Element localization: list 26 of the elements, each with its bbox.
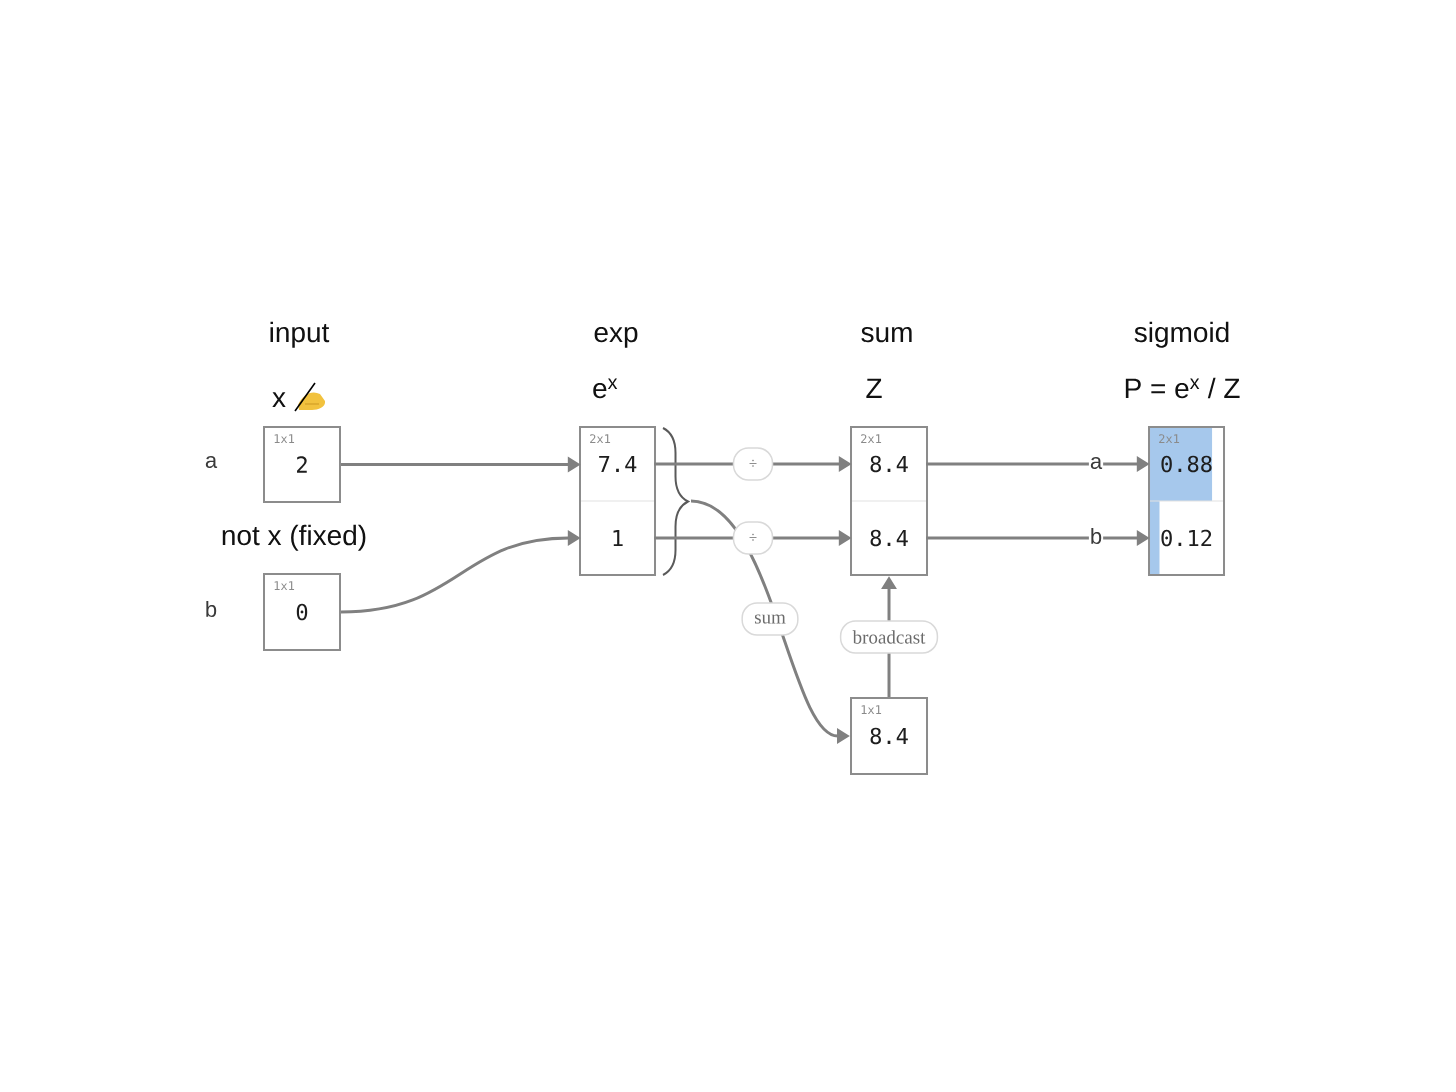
- row-caption: not x (fixed): [222, 524, 366, 551]
- formula: P = e$^{x}$ / Z: [1125, 377, 1240, 399]
- tensor-value: 0.88: [1161, 455, 1212, 473]
- tensor-value: 8.4: [870, 455, 908, 473]
- tensor-box: 1x1 0: [263, 573, 341, 651]
- column-heading: exp: [594, 326, 638, 348]
- edge-label: ÷: [732, 521, 774, 555]
- variable-label: x: [272, 392, 286, 407]
- column-heading: sum: [861, 326, 912, 343]
- tensor-box: 1x1 2: [263, 426, 341, 503]
- column-heading: input: [270, 321, 330, 348]
- tensor-value: 7.4: [599, 455, 637, 472]
- tensor-value: 1: [613, 529, 623, 546]
- row-label: a: [205, 455, 218, 468]
- edge-label: ÷: [732, 447, 774, 481]
- formula: Z: [866, 378, 882, 398]
- formula: e$^{x}$: [593, 378, 618, 399]
- edge-label: a: [1088, 455, 1104, 470]
- edge-label: b: [1088, 526, 1104, 546]
- column-heading: sigmoid: [1134, 321, 1229, 348]
- edge-label: sum: [741, 602, 799, 636]
- tensor-value: 0.12: [1161, 529, 1212, 547]
- tensor-value: 8.4: [870, 529, 908, 547]
- tensor-box: 1x1 8.4: [850, 697, 928, 775]
- edge-label: broadcast: [839, 620, 939, 654]
- row-label: b: [206, 600, 217, 618]
